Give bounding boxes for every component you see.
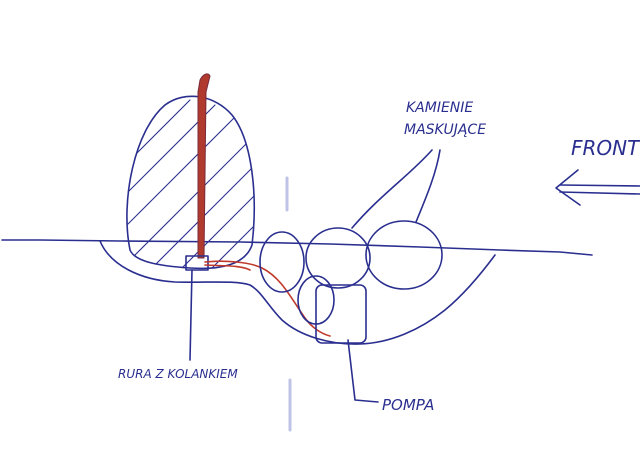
hose-to-pump-secondary xyxy=(204,264,251,271)
front-arrow-head xyxy=(555,169,581,206)
stone-2 xyxy=(365,220,443,290)
stones-pointer-right xyxy=(415,149,441,223)
pipe-pointer xyxy=(189,269,193,361)
pump-pointer xyxy=(347,339,379,403)
pump-label: POMPA xyxy=(382,396,434,414)
stones-label-line2: MASKUJĄCE xyxy=(404,122,486,138)
pipe-elbow xyxy=(185,255,209,271)
pipe-vertical xyxy=(197,73,211,259)
stones-pointer-left xyxy=(351,149,433,229)
stones-label-line1: KAMIENIE xyxy=(406,100,473,116)
pond-basin xyxy=(99,240,496,345)
ground-line xyxy=(1,239,593,256)
front-arrow-shaft xyxy=(559,184,640,195)
hose-to-pump xyxy=(204,260,331,337)
front-label: FRONT xyxy=(571,136,640,160)
waterfall-rock-hatching xyxy=(126,99,255,269)
pipe-label: RURA Z KOLANKIEM xyxy=(118,367,238,381)
stone-small-left xyxy=(259,231,305,293)
stone-1 xyxy=(305,227,371,289)
pump-body xyxy=(315,284,367,344)
